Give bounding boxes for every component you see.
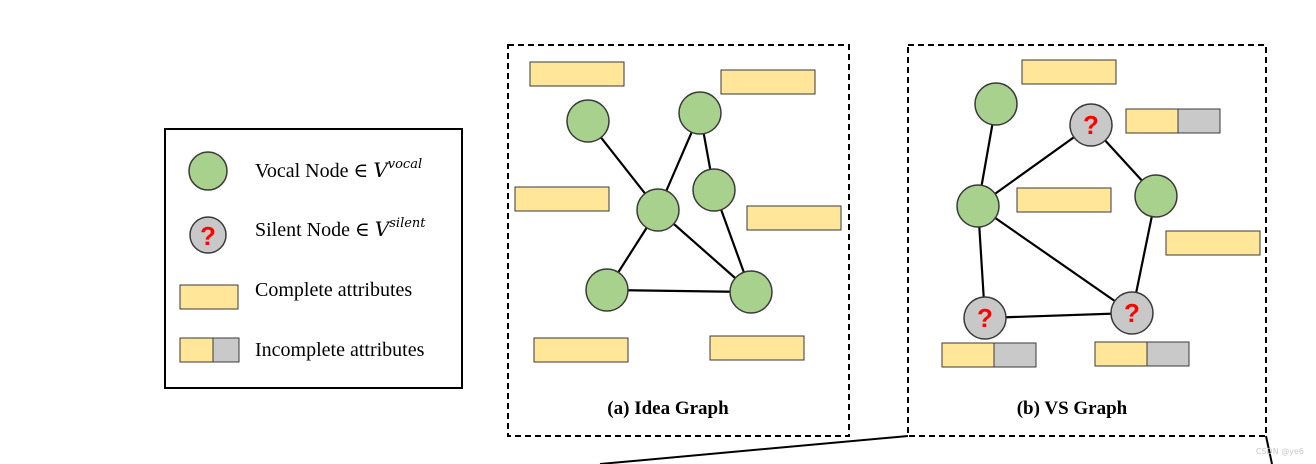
panel-vs-graph-border (907, 44, 1267, 437)
question-mark-icon: ? (1124, 298, 1140, 328)
attribute-complete-b3 (1016, 187, 1112, 213)
silent-node-b2: ? (1069, 103, 1113, 147)
panel-vs-graph: ??? (b) VS Graph (907, 44, 1267, 437)
legend-silent-node-icon (189, 216, 227, 254)
legend-vocal-label: Vocal Node ∈ Vvocal (255, 157, 422, 182)
question-mark-icon: ? (977, 303, 993, 333)
attribute-complete-b4 (1165, 230, 1261, 256)
silent-node-circle (1069, 103, 1113, 147)
edge-b5-b6 (984, 311, 1133, 320)
attribute-complete-a1 (529, 61, 625, 87)
attribute-complete-a3 (514, 186, 610, 212)
idea-graph-caption: (a) Idea Graph (607, 398, 729, 419)
legend-question-mark-icon: ? (200, 221, 216, 251)
attribute-complete-b1 (1021, 59, 1117, 85)
idea-graph-nodes (566, 91, 773, 314)
vocal-node-b4 (1134, 174, 1178, 218)
vocal-node-a6 (729, 270, 773, 314)
silent-node-b6: ? (1110, 291, 1154, 335)
zoom-connector-left (599, 435, 909, 464)
silent-node-circle (1110, 291, 1154, 335)
legend-incomplete-label: Incomplete attributes (255, 339, 425, 361)
question-mark-icon: ? (1083, 110, 1099, 140)
idea-graph-attributes (514, 61, 842, 363)
attribute-missing-part (1146, 341, 1190, 367)
attribute-known-part (1094, 341, 1148, 367)
silent-node-b5: ? (963, 296, 1007, 340)
attribute-complete-a2 (720, 69, 816, 95)
legend-complete-attr-icon (179, 284, 239, 310)
vocal-node-a3 (636, 188, 680, 232)
legend-incomplete-attr-icon (179, 337, 240, 363)
vocal-node-b3 (956, 184, 1000, 228)
legend-complete-label: Complete attributes (255, 279, 412, 301)
vocal-node-a5 (585, 268, 629, 312)
edge-a5-a6 (606, 288, 752, 294)
vs-graph-attributes (941, 59, 1261, 368)
watermark: CSDN @ye6 (1256, 447, 1304, 456)
edge-b2-b3 (977, 124, 1092, 207)
vocal-node-a2 (678, 91, 722, 135)
attribute-missing-part (1177, 108, 1221, 134)
attribute-incomplete-b5 (941, 342, 1037, 368)
vocal-node-b1 (974, 82, 1018, 126)
vocal-node-a1 (566, 99, 610, 143)
panel-idea-graph: (a) Idea Graph (507, 44, 850, 437)
attribute-complete-a6 (709, 335, 805, 361)
attribute-known-part (1125, 108, 1179, 134)
attribute-complete-a4 (746, 205, 842, 231)
attribute-incomplete-b6 (1094, 341, 1190, 367)
legend: Vocal Node ∈ Vvocal ? Silent Node ∈ Vsil… (164, 128, 463, 389)
attribute-complete-a5 (533, 337, 629, 363)
vs-graph-caption: (b) VS Graph (1017, 398, 1128, 419)
legend-vocal-node-icon (188, 151, 228, 191)
attribute-missing-part (993, 342, 1037, 368)
panel-idea-graph-border (507, 44, 850, 437)
attribute-incomplete-b2 (1125, 108, 1221, 134)
edge-b3-b6 (977, 205, 1133, 314)
attribute-known-part (941, 342, 995, 368)
legend-silent-label: Silent Node ∈ Vsilent (255, 216, 426, 241)
silent-node-circle (963, 296, 1007, 340)
vocal-node-a4 (692, 168, 736, 212)
vs-graph-nodes: ??? (956, 82, 1178, 340)
zoom-connector-right (1265, 435, 1273, 464)
